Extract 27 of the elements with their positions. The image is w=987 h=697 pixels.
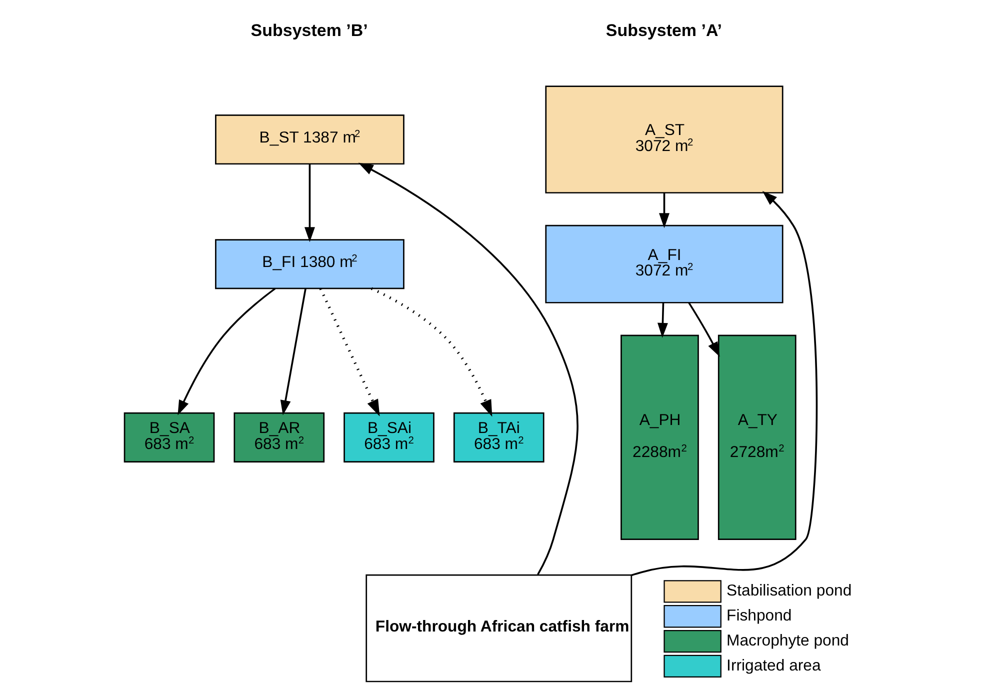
node-box: B_AR 683 m$^{2}$ (234, 412, 325, 462)
arrow (358, 162, 578, 575)
node-box: B_SAi 683 m$^{2}$ (344, 412, 434, 462)
legend-label: Fishpond (726, 608, 792, 625)
legend-label: Irrigated area (726, 657, 821, 674)
node-box: A_FI 3072 m$^{2}$ (545, 224, 784, 304)
legend-label: Stabilisation pond (726, 582, 852, 600)
node-box: A_TY 2728m$^{2}$ (718, 334, 796, 540)
node-box: B_SA 683 m$^{2}$ (124, 412, 215, 462)
label: Subsystem ’B’ (250, 20, 368, 40)
legend-label: Macrophyte pond (726, 632, 849, 650)
arrow (319, 288, 380, 416)
arrow (304, 164, 315, 242)
arrow (659, 192, 670, 228)
arrow (178, 288, 276, 416)
arrow (280, 288, 306, 416)
node-box: A_PH 2288m$^{2}$ (620, 334, 699, 540)
node-box: A_ST 3072 m$^{2}$ (545, 86, 784, 194)
arrow (370, 287, 492, 417)
node-box: B_TAi 683 m$^{2}$ (453, 412, 544, 462)
label: Subsystem ’A’ (606, 20, 722, 40)
arrow (631, 190, 818, 576)
node-box: B_ST 1387 m$^{2}$ (215, 114, 404, 165)
node-box: Flow-through African catfish farm (366, 574, 632, 682)
arrow (688, 302, 720, 357)
node-box: B_FI 1380 m$^{2}$ (215, 239, 404, 290)
arrow (657, 302, 668, 338)
